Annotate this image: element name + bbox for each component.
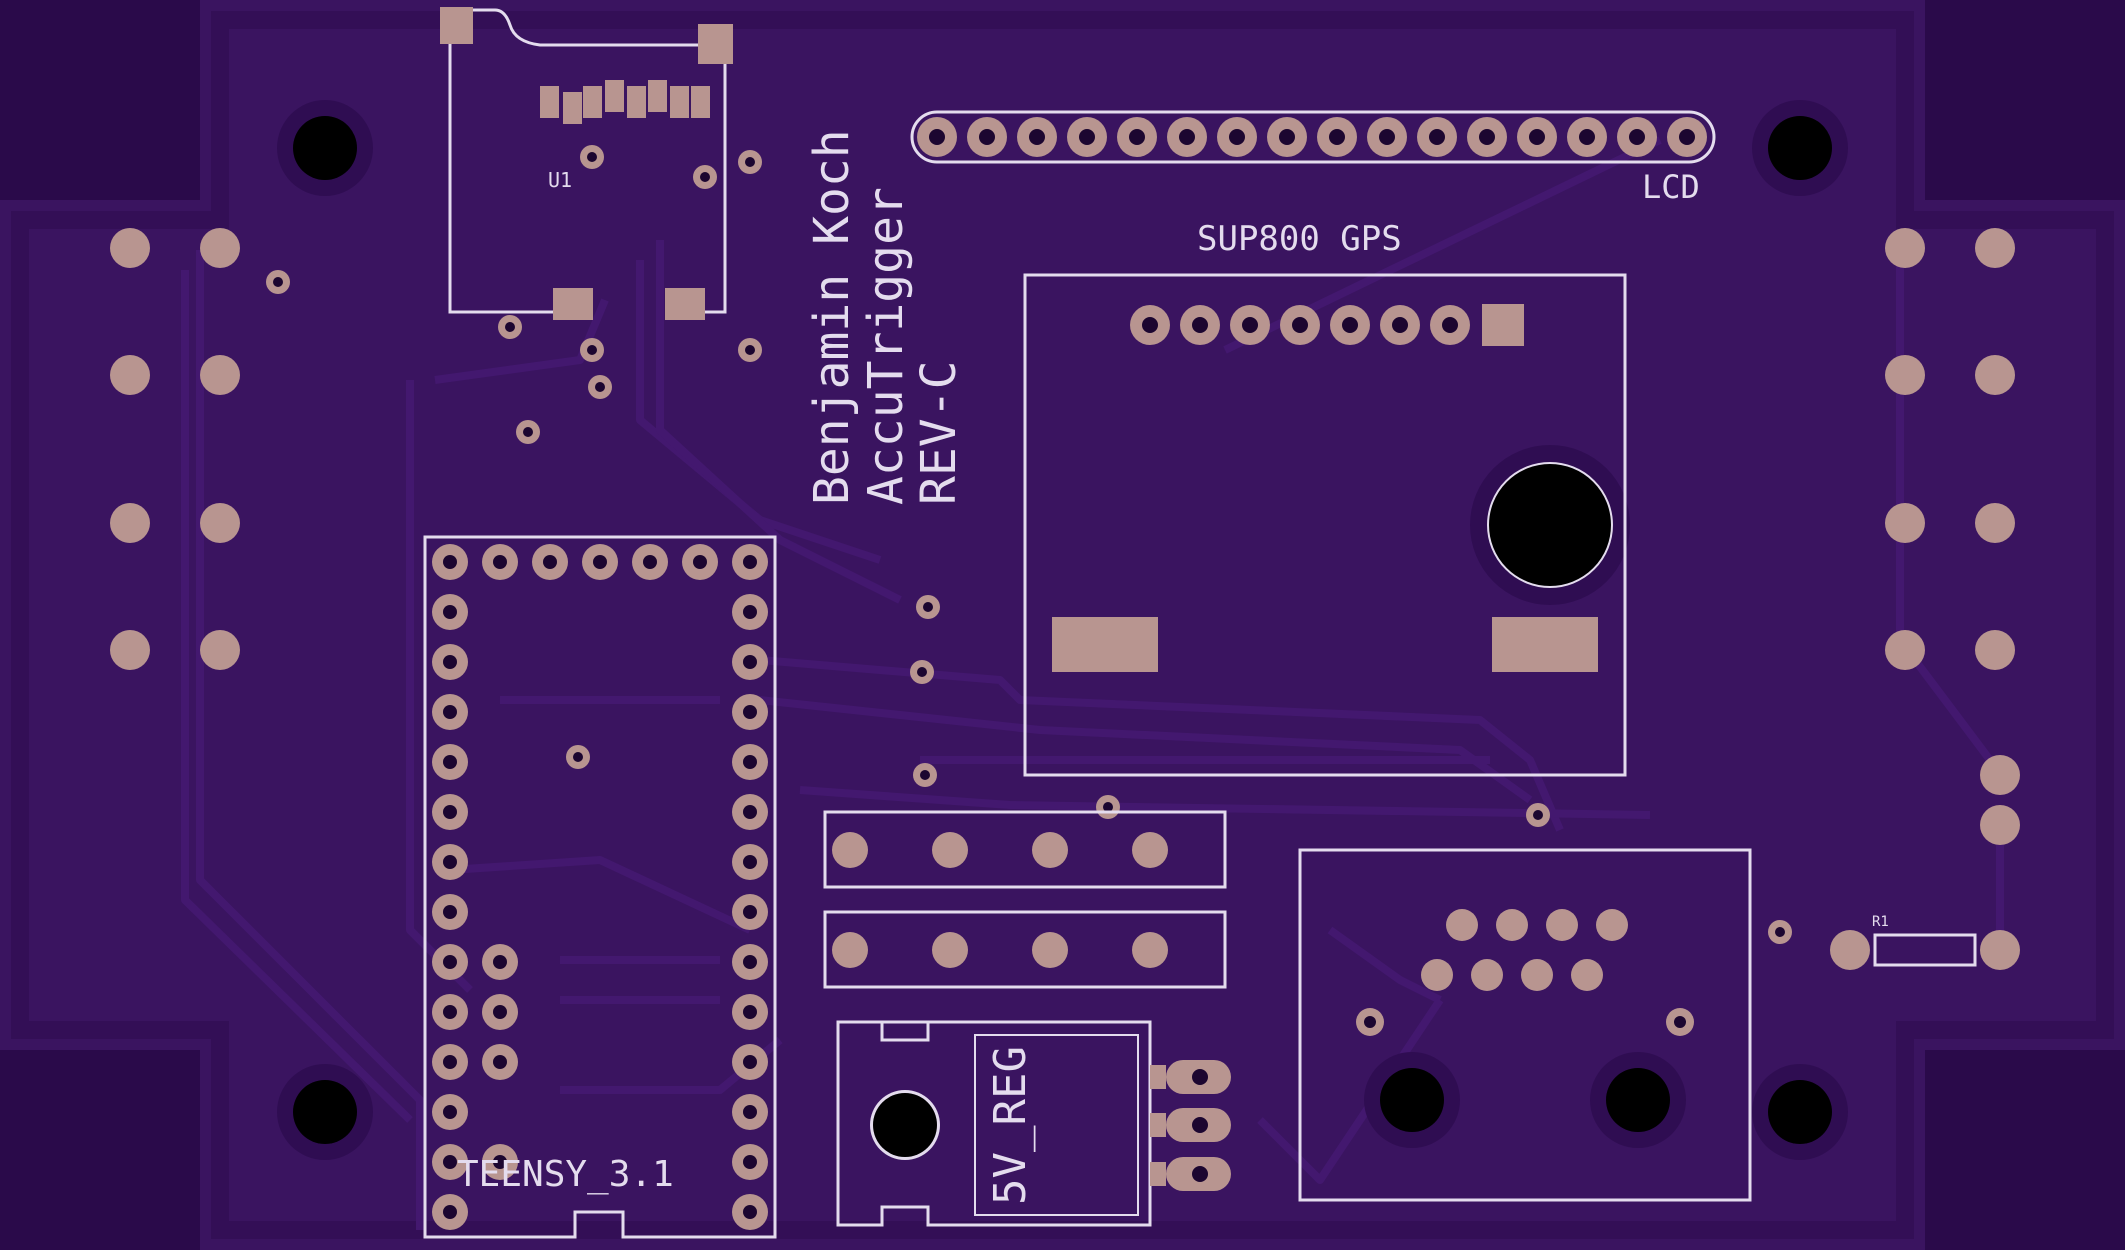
pin-hole	[443, 605, 457, 619]
pin-hole	[443, 705, 457, 719]
right-connector-pads	[1885, 228, 2020, 845]
pin-hole	[493, 1155, 507, 1169]
pin-hole	[1579, 129, 1595, 145]
header-block-top	[823, 810, 1227, 889]
teensy-label: TEENSY_3.1	[457, 1154, 674, 1195]
pin-hole	[1479, 129, 1495, 145]
lcd-label: LCD	[1642, 168, 1700, 206]
mounting-holes	[277, 100, 1848, 1160]
pin-hole	[743, 1205, 757, 1219]
pin-hole	[493, 955, 507, 969]
pin-hole	[743, 605, 757, 619]
pin-hole	[743, 655, 757, 669]
pin-hole	[1679, 129, 1695, 145]
pin-hole	[643, 555, 657, 569]
u1-label: U1	[548, 168, 572, 192]
pin-hole	[443, 1155, 457, 1169]
left-connector-pads	[110, 228, 240, 670]
pin-hole	[443, 555, 457, 569]
regulator-label: 5V_REG	[985, 1046, 1036, 1205]
regulator-footprint	[836, 1020, 1231, 1227]
pin-hole	[693, 555, 707, 569]
project-label: AccuTrigger	[858, 187, 914, 505]
pin-hole	[443, 905, 457, 919]
pin-hole	[443, 955, 457, 969]
pin-hole	[743, 1005, 757, 1019]
pin-hole	[1329, 129, 1345, 145]
rj-connector	[1298, 848, 1752, 1202]
pin-hole	[1429, 129, 1445, 145]
pin-hole	[493, 1005, 507, 1019]
pin-hole	[1229, 129, 1245, 145]
pin-hole	[443, 1105, 457, 1119]
r1-label: R1	[1872, 914, 1889, 930]
pin-hole	[443, 655, 457, 669]
pin-hole	[443, 805, 457, 819]
pin-hole	[443, 855, 457, 869]
gps-label: SUP800 GPS	[1197, 219, 1402, 259]
pin-hole	[979, 129, 995, 145]
pin-hole	[743, 1055, 757, 1069]
resistor-r1	[1830, 930, 2020, 970]
pin-hole	[1629, 129, 1645, 145]
pin-hole	[493, 1055, 507, 1069]
pin-hole	[1379, 129, 1395, 145]
gps-module	[1023, 273, 1627, 777]
author-label: Benjamin Koch	[804, 129, 860, 505]
pin-hole	[929, 129, 945, 145]
pin-hole	[743, 1155, 757, 1169]
pin-hole	[743, 555, 757, 569]
pin-hole	[1279, 129, 1295, 145]
pin-hole	[1342, 317, 1358, 333]
pin-hole	[743, 855, 757, 869]
pin-hole	[443, 755, 457, 769]
pin-hole	[1292, 317, 1308, 333]
pin-hole	[1442, 317, 1458, 333]
pin-hole	[1179, 129, 1195, 145]
u1-footprint	[440, 7, 733, 320]
pin-hole	[1392, 317, 1408, 333]
pin-hole	[1129, 129, 1145, 145]
pin-hole	[743, 755, 757, 769]
pin-hole	[1029, 129, 1045, 145]
pin-hole	[493, 555, 507, 569]
pin-hole	[743, 1105, 757, 1119]
pin-hole	[1242, 317, 1258, 333]
lcd-header	[910, 110, 1716, 164]
pin-hole	[1529, 129, 1545, 145]
pin-hole	[743, 805, 757, 819]
pin-hole	[1192, 317, 1208, 333]
pin-hole	[443, 1055, 457, 1069]
pin-hole	[443, 1205, 457, 1219]
header-block-bottom	[823, 910, 1227, 989]
pin-hole	[593, 555, 607, 569]
pin-hole	[543, 555, 557, 569]
ground-pour-outline	[11, 11, 2114, 1239]
pin-hole	[1079, 129, 1095, 145]
pin-hole	[743, 955, 757, 969]
teensy-footprint	[423, 535, 777, 1239]
pin-hole	[443, 1005, 457, 1019]
revision-label: REV-C	[911, 361, 967, 506]
pin-hole	[743, 905, 757, 919]
pin-hole	[743, 705, 757, 719]
pin-hole	[1142, 317, 1158, 333]
